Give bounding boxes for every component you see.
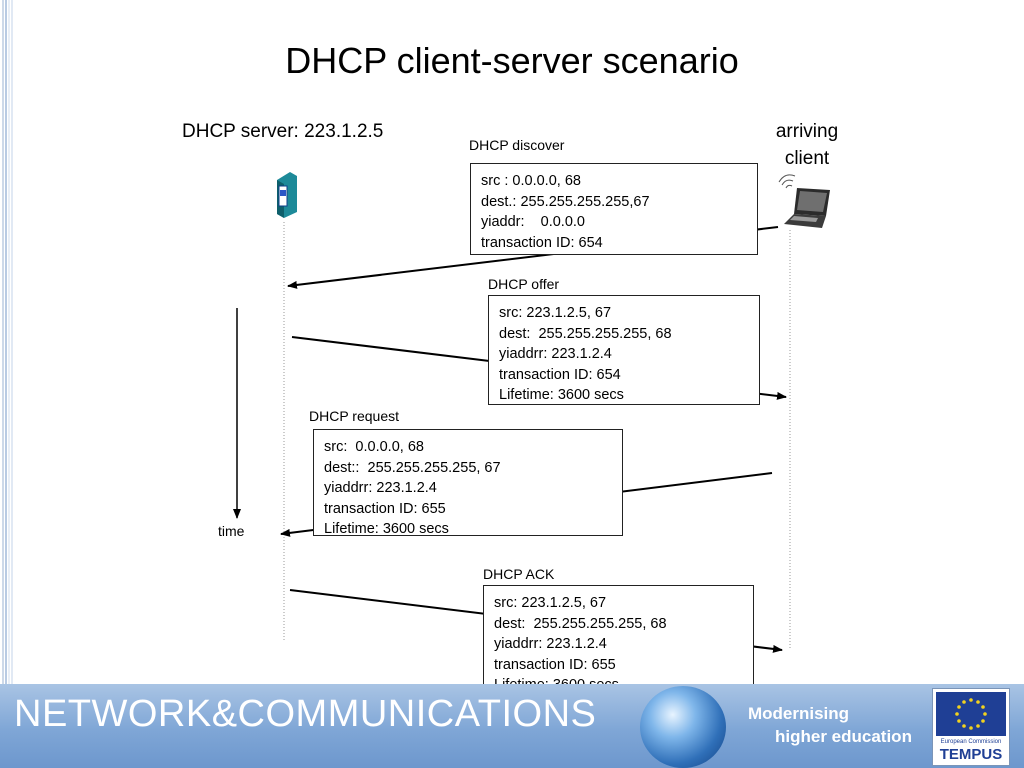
server-icon	[277, 172, 297, 218]
request-line: yiaddrr: 223.1.2.4	[324, 480, 437, 496]
globe-icon	[640, 686, 726, 768]
time-label: time	[218, 523, 245, 539]
slide-title: DHCP client-server scenario	[285, 40, 739, 81]
left-edge-decoration	[2, 0, 13, 684]
request-box: src: 0.0.0.0, 68 dest:: 255.255.255.255,…	[313, 429, 623, 537]
ack-line: dest: 255.255.255.255, 68	[494, 615, 667, 632]
discover-line: dest.: 255.255.255.255,67	[481, 193, 650, 210]
ack-line: transaction ID: 655	[494, 656, 616, 673]
request-line: transaction ID: 655	[324, 500, 446, 517]
discover-line: src : 0.0.0.0, 68	[481, 173, 581, 189]
offer-line: yiaddrr: 223.1.2.4	[499, 346, 612, 362]
request-line: Lifetime: 3600 secs	[324, 521, 449, 537]
tempus-label: TEMPUS	[939, 746, 1003, 763]
eu-commission-label: European Commission	[940, 739, 1002, 745]
laptop-icon	[778, 174, 830, 228]
discover-line: transaction ID: 654	[481, 234, 603, 251]
ack-label: DHCP ACK	[483, 566, 555, 582]
discover-box: src : 0.0.0.0, 68 dest.: 255.255.255.255…	[470, 163, 758, 255]
ack-box: src: 223.1.2.5, 67 dest: 255.255.255.255…	[483, 585, 754, 694]
offer-box: src: 223.1.2.5, 67 dest: 255.255.255.255…	[488, 295, 760, 405]
offer-line: Lifetime: 3600 secs	[499, 387, 624, 403]
ack-line: yiaddrr: 223.1.2.4	[494, 636, 607, 652]
request-label: DHCP request	[309, 408, 400, 424]
offer-line: dest: 255.255.255.255, 68	[499, 325, 672, 342]
discover-line: yiaddr: 0.0.0.0	[481, 214, 585, 230]
request-line: src: 0.0.0.0, 68	[324, 439, 424, 455]
client-label: arriving client	[775, 121, 839, 169]
server-label: DHCP server: 223.1.2.5	[182, 121, 384, 142]
footer-subtitle-line2: higher education	[775, 727, 912, 746]
request-line: dest:: 255.255.255.255, 67	[324, 459, 501, 476]
offer-line: src: 223.1.2.5, 67	[499, 305, 612, 321]
footer-subtitle-line1: Modernising	[748, 704, 850, 723]
offer-label: DHCP offer	[488, 276, 560, 292]
footer-title: NETWORK&COMMUNICATIONS	[14, 693, 597, 735]
eu-flag-icon	[936, 692, 1006, 736]
discover-label: DHCP discover	[469, 137, 565, 153]
offer-line: transaction ID: 654	[499, 366, 621, 383]
footer-band	[0, 684, 1024, 768]
ack-line: src: 223.1.2.5, 67	[494, 595, 607, 611]
